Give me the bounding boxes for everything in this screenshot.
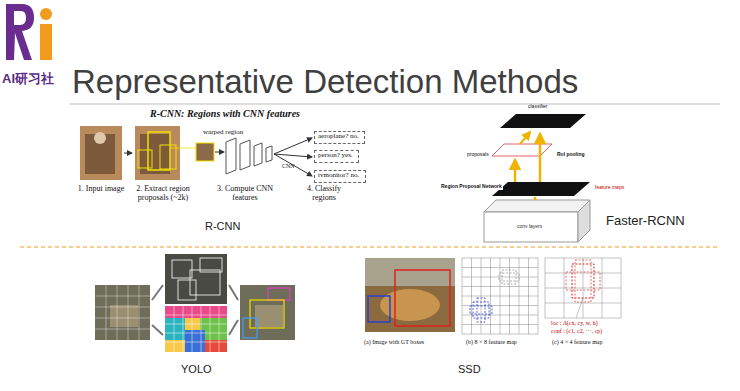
figure-caption: SSD xyxy=(458,363,481,376)
title-rule xyxy=(70,104,720,105)
annotation: loc : Δ(cx, cy, w, h) xyxy=(550,320,599,327)
step-label: 3. Compute CNN features xyxy=(212,184,278,202)
logo-text: AI研习社 xyxy=(2,72,54,87)
figure-caption: R-CNN xyxy=(205,220,240,233)
callout-label: proposals xyxy=(466,152,490,158)
yolo-figure xyxy=(95,254,295,352)
callout-label: feature maps xyxy=(594,185,625,191)
callout-label: warped region xyxy=(203,128,243,136)
rcnn-figure xyxy=(80,126,312,180)
class-output-box: tvmonitor? no. xyxy=(314,170,366,183)
callout-label: Region Proposal Network xyxy=(440,184,503,190)
class-output-box: aeroplane? no. xyxy=(314,131,365,144)
class-text: person? yes. xyxy=(315,151,358,161)
class-text: aeroplane? no. xyxy=(315,132,364,142)
faster-rcnn-figure xyxy=(484,114,590,242)
figure-heading: R-CNN: Regions with CNN features xyxy=(150,108,300,120)
figure-caption: Faster-RCNN xyxy=(606,214,685,229)
panel-caption: (b) 8 × 8 feature map xyxy=(466,339,517,346)
panel-caption: (a) Image with GT boxes xyxy=(364,339,424,346)
step-label: 1. Input image xyxy=(76,184,126,193)
callout-label: CNN xyxy=(282,163,295,170)
logo-mark xyxy=(6,4,52,60)
ssd-figure xyxy=(365,258,621,334)
callout-label: classifier xyxy=(528,104,547,110)
figure-caption: YOLO xyxy=(181,363,212,376)
slide-title: Representative Detection Methods xyxy=(72,63,578,101)
class-output-box: person? yes. xyxy=(314,150,359,163)
class-text: tvmonitor? no. xyxy=(315,171,365,181)
callout-label: conv layers xyxy=(516,224,543,230)
step-label: 2. Extract region proposals (~2k) xyxy=(130,184,196,202)
section-divider xyxy=(20,247,720,248)
step-label: 4. Classify regions xyxy=(296,184,352,202)
annotation: conf : (c1, c2, ···, cp) xyxy=(550,328,603,335)
panel-caption: (c) 4 × 4 feature map xyxy=(552,339,603,346)
callout-label: RoI pooling xyxy=(556,152,586,158)
